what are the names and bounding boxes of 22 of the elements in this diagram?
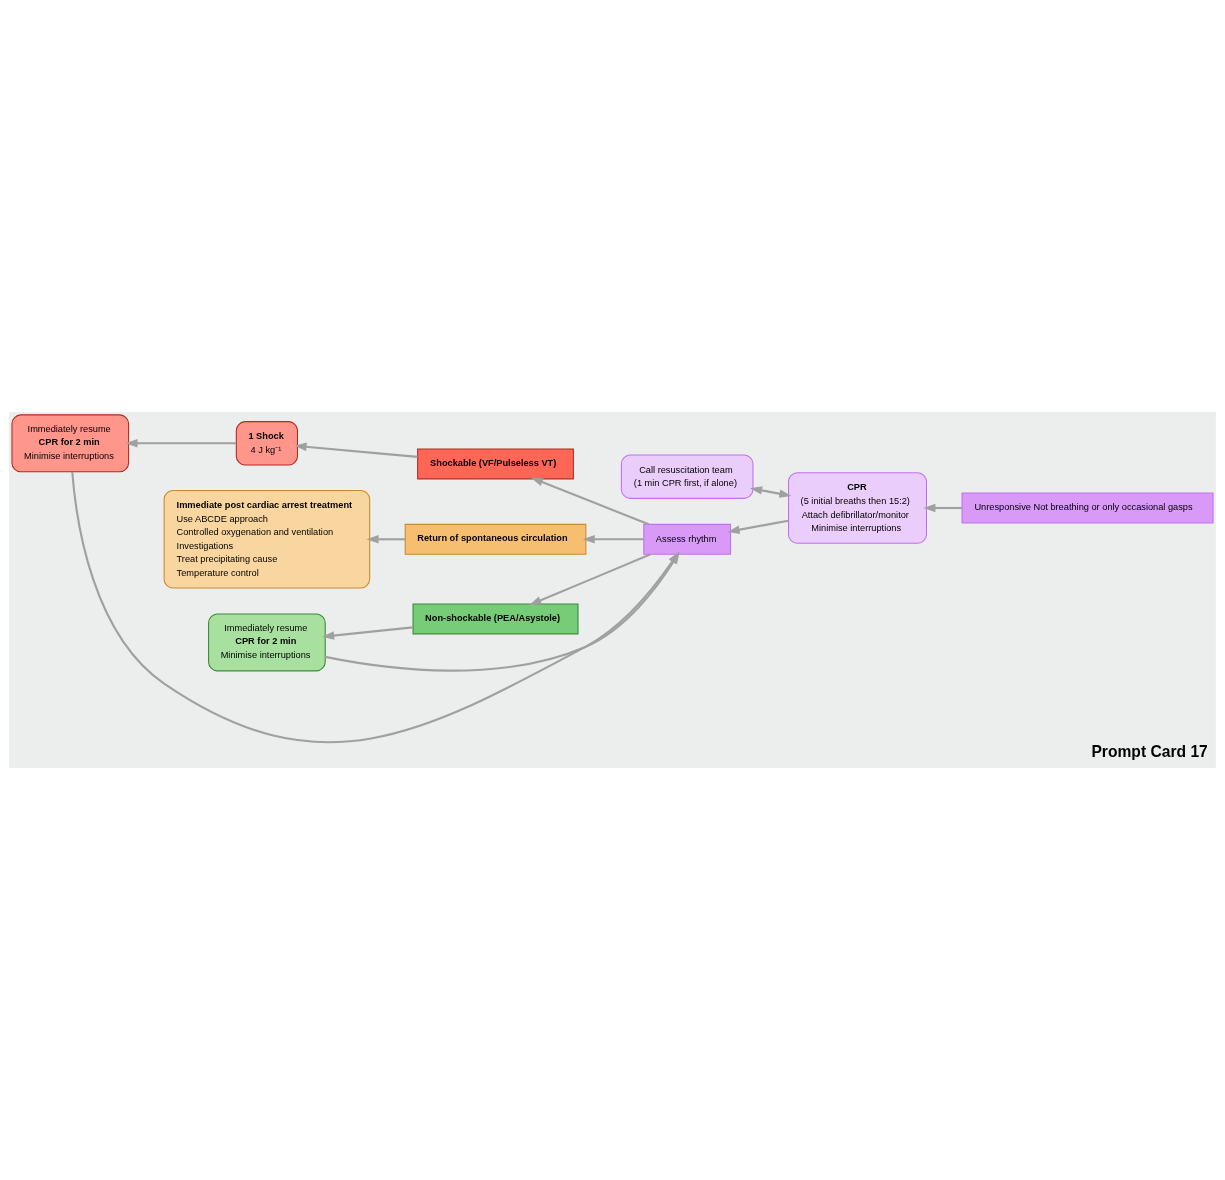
node-box: Non-shockable (PEA/Asystole) — [412, 603, 579, 635]
node-box: Shockable (VF/Pulseless VT) — [417, 448, 574, 480]
node-box: Unresponsive Not breathing or only occasional gasps — [961, 492, 1214, 524]
arrow — [294, 442, 418, 458]
arrow — [322, 626, 413, 640]
node-box: Call resuscitation team (1 min CPR first, if alone) — [620, 454, 754, 499]
arrow — [582, 535, 644, 544]
node-box: CPR (5 initial breaths then 15:2) Attach defibrillator/monitor Minimise interruptions — [787, 472, 927, 544]
node-box: 1 Shock 4 J kg⁻¹ — [235, 421, 298, 466]
arrow — [125, 439, 237, 448]
node-box: Immediate post cardiac arrest treatment Use ABCDE approach Controlled oxygenation and ventilation Investigations Treat precipitating cause Temperature control — [163, 490, 371, 589]
arrow — [530, 477, 650, 526]
caption: Prompt Card 17 — [1091, 743, 1208, 761]
arrow — [923, 503, 962, 513]
node-box: Assess rhythm — [643, 523, 732, 555]
arrow — [529, 553, 652, 606]
arrow — [749, 486, 792, 498]
node-box: Return of spontaneous circulation — [404, 523, 587, 555]
arrow — [366, 535, 405, 544]
node-box: Immediately resume CPR for 2 min Minimise interruptions — [208, 613, 326, 672]
node-box: Immediately resume CPR for 2 min Minimise interruptions — [11, 414, 130, 473]
arrow — [727, 519, 789, 534]
